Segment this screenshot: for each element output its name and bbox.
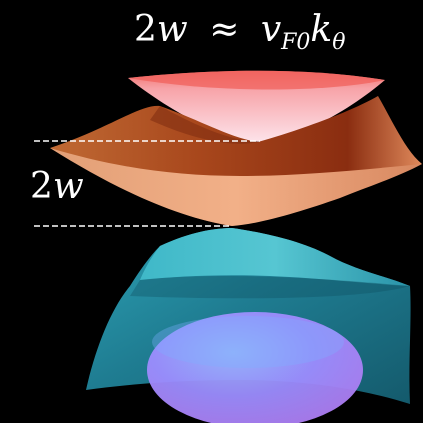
gap-label-number: 2 xyxy=(30,166,53,207)
gap-label-var: w xyxy=(53,166,84,207)
svg-text:2w: 2w xyxy=(30,166,84,207)
equation-relation: ≈ xyxy=(209,9,239,50)
bottom-band-surface xyxy=(147,312,363,423)
gap-label: 2w xyxy=(30,166,84,207)
equation-v-symbol: v xyxy=(261,9,281,50)
equation-k-symbol: k xyxy=(310,9,332,50)
equation-lhs-var: w xyxy=(157,9,188,50)
equation-k-subscript: θ xyxy=(332,30,345,55)
equation: 2w ≈ vF0kθ xyxy=(134,9,346,55)
svg-text:2w ≈ vF0kθ: 2w ≈ vF0kθ xyxy=(134,9,346,55)
equation-lhs-number: 2 xyxy=(134,9,157,50)
equation-v-subscript: F0 xyxy=(280,30,310,55)
